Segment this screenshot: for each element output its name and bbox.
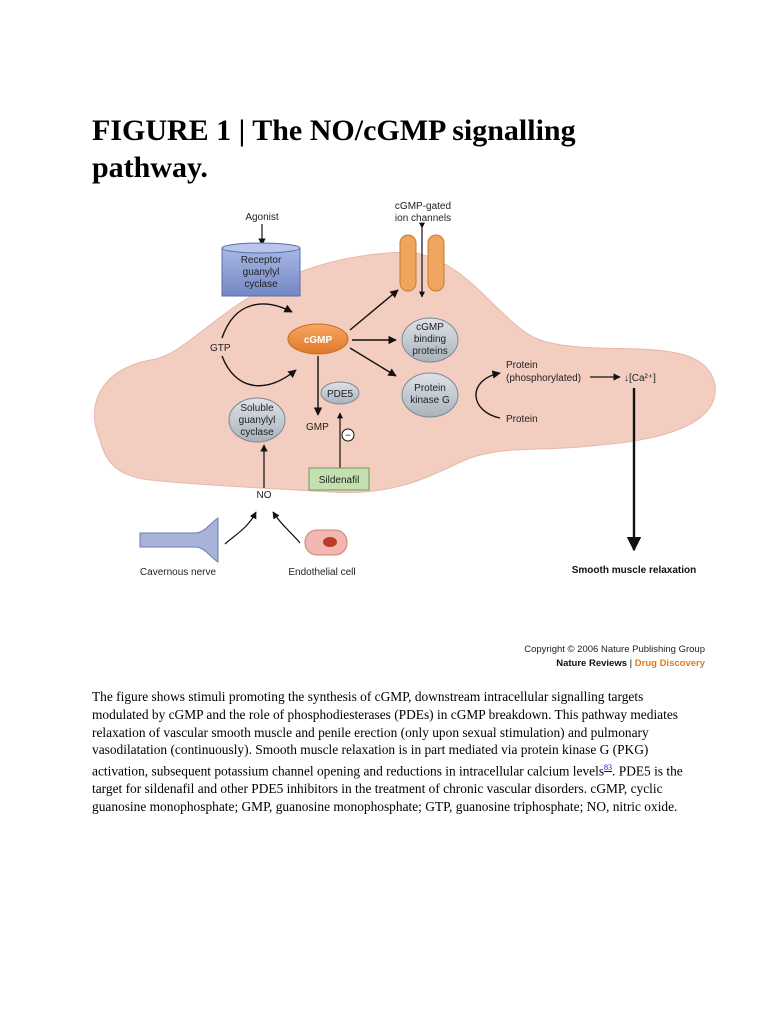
cgmp-binding-proteins: cGMP binding proteins <box>401 317 459 363</box>
endothelial-cell-label: Endothelial cell <box>288 567 355 578</box>
inhibit-symbol: − <box>345 431 351 442</box>
endothelial-cell <box>304 529 348 556</box>
gtp-label: GTP <box>210 343 231 354</box>
sgc-line2: guanylyl <box>239 415 276 426</box>
smooth-muscle-relaxation-label: Smooth muscle relaxation <box>572 565 696 576</box>
sgc-line1: Soluble <box>240 403 274 414</box>
journal-name: Nature Reviews <box>556 658 627 669</box>
journal-separator: | <box>627 658 635 669</box>
pathway-diagram: Agonist Receptor guanylyl cyclase cGMP-g… <box>93 201 716 669</box>
reference-superscript: 83 <box>604 761 612 773</box>
protein-kinase-g: Protein kinase G <box>401 372 459 418</box>
protein-phos-line1: Protein <box>506 360 538 371</box>
sildenafil-box: Sildenafil <box>308 467 370 491</box>
calcium-drop-label: ↓[Ca²⁺] <box>624 373 656 384</box>
ion-channel-label-2: ion channels <box>395 213 451 224</box>
pkg-line2: kinase G <box>410 395 450 406</box>
figure-caption: The figure shows stimuli promoting the s… <box>92 688 692 816</box>
pkg-line1: Protein <box>414 383 446 394</box>
no-label: NO <box>257 490 272 501</box>
pde5-node: PDE5 <box>320 381 360 405</box>
binding-line2: binding <box>414 334 446 345</box>
protein-label: Protein <box>506 414 538 425</box>
cavernous-nerve-label: Cavernous nerve <box>140 567 217 578</box>
inhibition-mark: − <box>341 428 355 442</box>
sildenafil-label: Sildenafil <box>319 475 360 486</box>
protein-phos-line2: (phosphorylated) <box>506 373 581 384</box>
agonist-label: Agonist <box>245 212 279 223</box>
copyright-line: Copyright © 2006 Nature Publishing Group <box>524 644 705 655</box>
caption-text-a: The figure shows stimuli promoting the s… <box>92 689 678 779</box>
ion-channel <box>399 234 445 292</box>
pde5-label: PDE5 <box>327 389 354 400</box>
cgmp-node: cGMP <box>287 323 349 355</box>
sgc-line3: cyclase <box>240 427 274 438</box>
receptor-gc-line1: Receptor <box>241 255 282 266</box>
gmp-label: GMP <box>306 422 329 433</box>
pathway-figure: Agonist Receptor guanylyl cyclase cGMP-g… <box>0 190 768 670</box>
reference-link[interactable]: 83 <box>604 763 613 773</box>
caption-text-b: . PDE5 is the target for sildenafil and … <box>92 763 683 815</box>
cgmp-label: cGMP <box>304 335 333 346</box>
journal-section: Drug Discovery <box>635 658 706 669</box>
receptor-guanylyl-cyclase: Receptor guanylyl cyclase <box>221 242 301 297</box>
receptor-gc-line2: guanylyl <box>243 267 280 278</box>
cavernous-nerve <box>139 517 219 563</box>
receptor-gc-line3: cyclase <box>244 279 278 290</box>
soluble-guanylyl-cyclase: Soluble guanylyl cyclase <box>228 397 286 443</box>
ion-channel-label-1: cGMP-gated <box>395 201 451 212</box>
binding-line1: cGMP <box>416 322 444 333</box>
journal-line: Nature Reviews | Drug Discovery <box>556 658 705 669</box>
binding-line3: proteins <box>412 346 448 357</box>
figure-title: FIGURE 1 | The NO/cGMP signalling pathwa… <box>92 114 576 184</box>
